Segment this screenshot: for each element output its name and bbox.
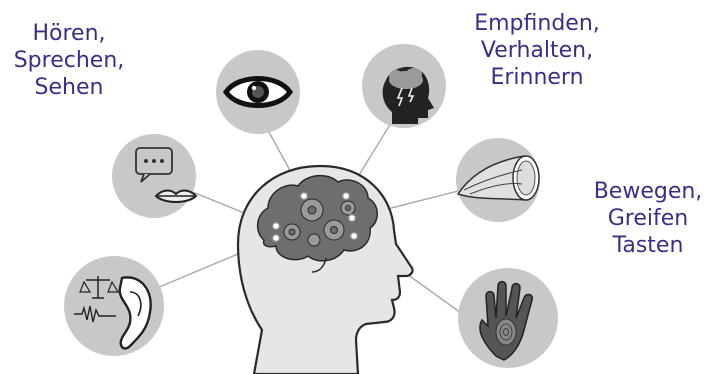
hand-circle [458, 268, 558, 368]
ear-circle [64, 256, 164, 356]
label-line: Empfinden, [474, 11, 600, 36]
muscle-fiber-icon [456, 155, 540, 201]
gears-icon [283, 198, 356, 247]
ear-scale-icon [74, 276, 152, 350]
muscle-circle [456, 138, 540, 222]
label-line: Sehen [34, 75, 104, 100]
label-line: Sprechen, [13, 48, 125, 73]
speech-mouth-icon [135, 147, 198, 203]
speech-circle [112, 134, 198, 218]
label-line: Hören, [32, 21, 106, 46]
storm-head-circle [362, 44, 446, 128]
eye-circle [216, 50, 300, 134]
label-line: Bewegen, [593, 179, 703, 204]
label-line: Verhalten, [480, 38, 594, 63]
eye-icon [222, 76, 294, 108]
label-empfinden-verhalten-erinnern: Empfinden, Verhalten, Erinnern [462, 10, 612, 91]
label-line: Erinnern [490, 65, 584, 90]
label-hoeren-sprechen-sehen: Hören, Sprechen, Sehen [6, 20, 132, 101]
hand-icon [479, 280, 534, 361]
label-line: Greifen [607, 206, 689, 231]
storm-head-icon [382, 66, 434, 124]
label-line: Tasten [612, 233, 684, 258]
connector-nodes [271, 191, 359, 243]
label-bewegen-greifen-tasten: Bewegen, Greifen Tasten [588, 178, 706, 259]
